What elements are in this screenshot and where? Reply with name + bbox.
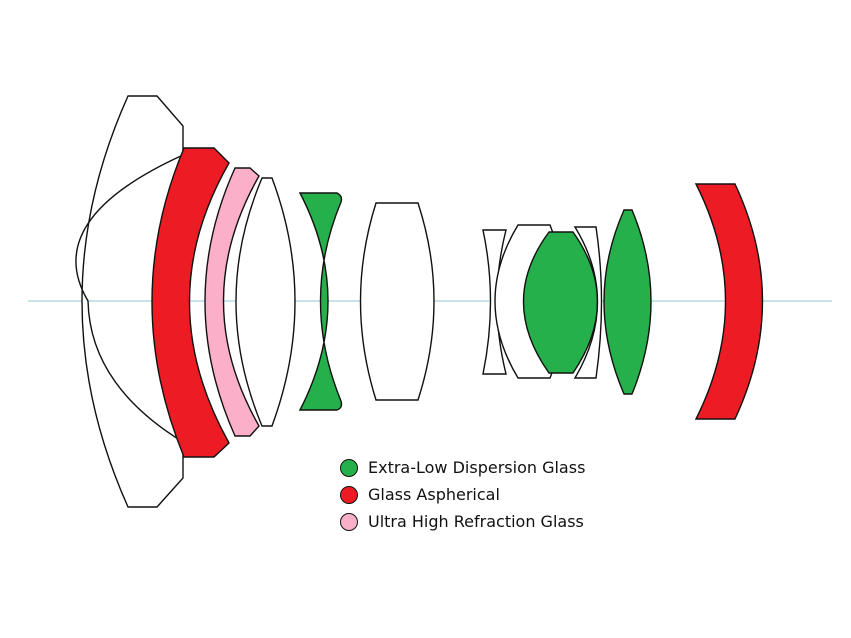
lens-element-10 xyxy=(573,226,603,379)
lens-element-5 xyxy=(298,192,343,411)
lens-element-3 xyxy=(204,167,260,437)
lens-element-11 xyxy=(603,209,652,395)
pink-circle-icon xyxy=(340,512,358,531)
lens-element-2 xyxy=(151,147,230,458)
legend-item-ultra-high-refraction: Ultra High Refraction Glass xyxy=(340,508,585,535)
legend-label: Glass Aspherical xyxy=(368,485,500,504)
lens-element-6 xyxy=(359,202,435,401)
legend-item-aspherical: Glass Aspherical xyxy=(340,481,585,508)
legend-item-extra-low-dispersion: Extra-Low Dispersion Glass xyxy=(340,454,585,481)
green-circle-icon xyxy=(340,458,358,477)
lens-element-4 xyxy=(235,177,296,427)
legend-label: Extra-Low Dispersion Glass xyxy=(368,458,586,477)
lens-element-12 xyxy=(694,183,764,420)
red-circle-icon xyxy=(340,485,358,504)
legend-label: Ultra High Refraction Glass xyxy=(368,512,584,531)
lens-element-1 xyxy=(75,95,184,508)
legend: Extra-Low Dispersion Glass Glass Aspheri… xyxy=(340,454,585,535)
lens-element-9 xyxy=(522,231,599,374)
